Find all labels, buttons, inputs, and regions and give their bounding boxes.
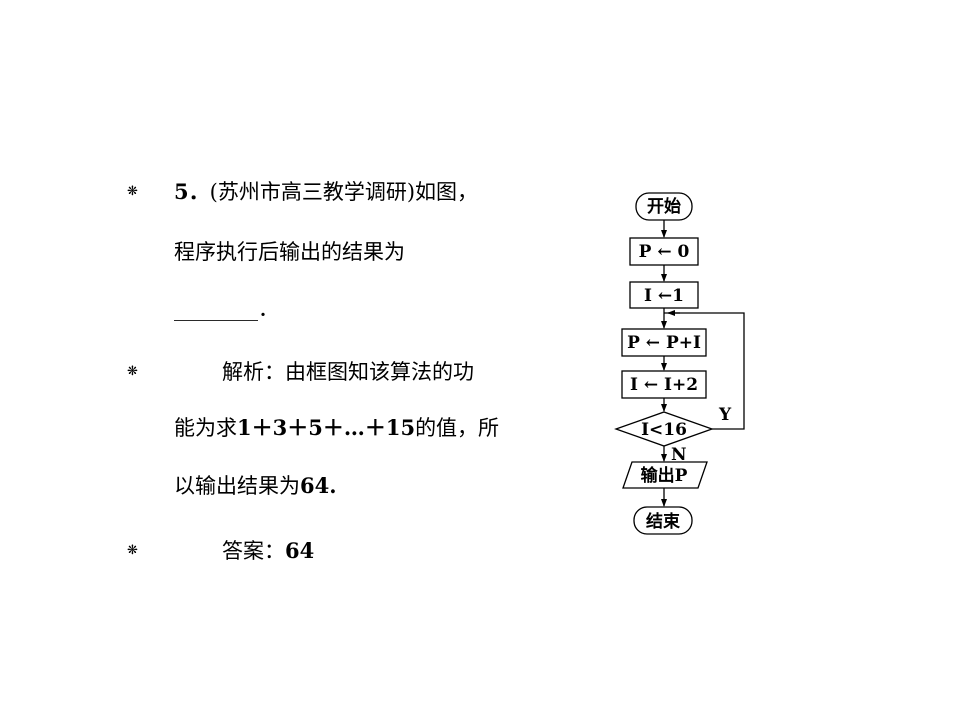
solution-line-1: 解析：由框图知该算法的功 xyxy=(222,356,474,386)
answer-blank: ________ xyxy=(174,297,258,321)
solution-text: 以输出结果为 xyxy=(174,474,300,498)
solution-value: 64. xyxy=(300,473,337,498)
init-i-label: I ←1 xyxy=(644,286,684,306)
problem-line-2: 程序执行后输出的结果为 xyxy=(174,240,405,264)
bullet: ❋ xyxy=(127,184,138,199)
problem-source: (苏州市高三教学调研) xyxy=(209,180,416,204)
solution-text: 的值，所 xyxy=(415,416,500,440)
problem-line-3: ________． xyxy=(174,293,279,323)
bullet: ❋ xyxy=(127,364,138,379)
answer-label: 答案： xyxy=(222,539,285,563)
problem-text: 如图， xyxy=(415,180,479,204)
update-p-label: P ← P+I xyxy=(627,333,701,353)
flowchart: 开始 P ← 0 I ←1 P ← P+I I ← I+2 I<16 Y N 输… xyxy=(614,192,745,535)
loop-line xyxy=(664,312,745,430)
bullet: ❋ xyxy=(127,543,138,558)
answer-line: 答案：64 xyxy=(222,535,314,565)
end-label: 结束 xyxy=(646,511,680,532)
output-box xyxy=(622,461,708,489)
condition-label: I<16 xyxy=(641,420,687,440)
end-terminal xyxy=(633,506,693,535)
solution-label: 解析： xyxy=(222,360,285,384)
answer-value: 64 xyxy=(285,538,315,563)
solution-line-2: 能为求1＋3＋5＋…＋15的值，所 xyxy=(174,412,499,442)
solution-text: 能为求 xyxy=(174,416,237,440)
solution-line-3: 以输出结果为64. xyxy=(174,470,337,500)
update-i-label: I ← I+2 xyxy=(630,375,698,395)
problem-number: 5． xyxy=(174,179,210,204)
no-label: N xyxy=(671,445,687,465)
start-label: 开始 xyxy=(647,196,681,217)
yes-label: Y xyxy=(718,405,732,425)
problem-line-1: 5．(苏州市高三教学调研)如图， xyxy=(174,176,478,206)
solution-text: 由框图知该算法的功 xyxy=(285,360,474,384)
output-label: 输出P xyxy=(641,465,688,486)
init-p-label: P ← 0 xyxy=(639,242,690,262)
solution-expression: 1＋3＋5＋…＋15 xyxy=(237,415,416,440)
blank-period: ． xyxy=(258,297,279,321)
